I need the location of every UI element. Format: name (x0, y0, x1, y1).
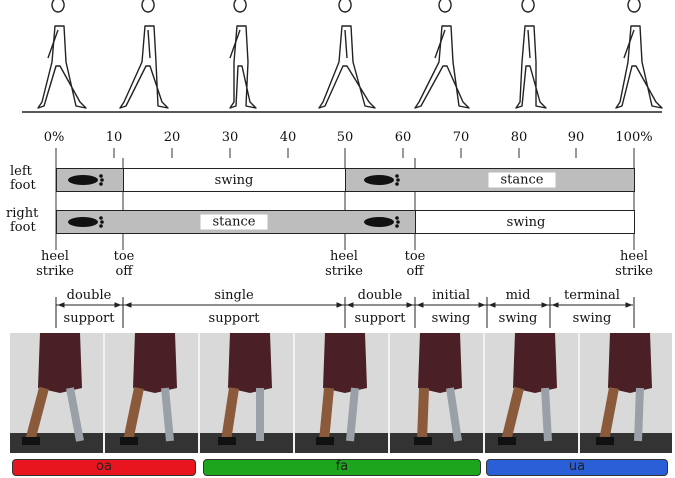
legend-fa: fa (203, 459, 481, 476)
phase-label-top: double (64, 289, 115, 302)
phase-label-bottom: swing (496, 312, 541, 325)
gait-photo-frame (390, 333, 483, 453)
legend-oa: oa (12, 459, 196, 476)
gait-photo-frame (485, 333, 578, 453)
gait-photo-frame (105, 333, 198, 453)
gait-photo-frame (200, 333, 293, 453)
phase-label-bottom: swing (429, 312, 474, 325)
phase-label-bottom: support (352, 312, 409, 325)
phase-label-top: single (211, 289, 256, 302)
phase-label-top: mid (503, 289, 534, 302)
gait-photo-frame (580, 333, 672, 453)
phase-label-bottom: swing (570, 312, 615, 325)
phase-label-top: initial (429, 289, 473, 302)
gait-photo-frame (10, 333, 103, 453)
phase-label-top: double (355, 289, 406, 302)
gait-photo-frame (295, 333, 388, 453)
phase-arrows (0, 0, 675, 330)
photo-strip (10, 333, 672, 453)
phase-label-bottom: support (61, 312, 118, 325)
exoskeleton-gait-photos (10, 333, 672, 453)
legend-oa-label: oa (96, 459, 112, 474)
legend-ua-label: ua (569, 459, 585, 474)
legend-fa-label: fa (336, 459, 349, 474)
legend-ua: ua (486, 459, 668, 476)
phase-label-bottom: support (206, 312, 263, 325)
phase-label-top: terminal (561, 289, 623, 302)
